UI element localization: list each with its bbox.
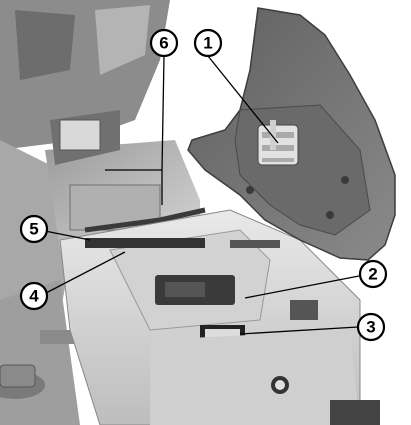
callout-5: 5 bbox=[19, 214, 49, 244]
callout-6-label: 6 bbox=[159, 34, 168, 53]
leader-line-5 bbox=[44, 230, 91, 241]
callout-4: 4 bbox=[19, 281, 49, 311]
callout-2: 2 bbox=[358, 259, 388, 289]
leader-line-6a bbox=[161, 55, 165, 171]
leader-line-4 bbox=[45, 251, 126, 294]
callout-1: 1 bbox=[193, 28, 223, 58]
callout-2-label: 2 bbox=[368, 265, 377, 284]
callout-4-label: 4 bbox=[29, 287, 39, 306]
leader-line-1 bbox=[207, 55, 279, 144]
callout-3: 3 bbox=[356, 312, 386, 342]
leader-lines bbox=[44, 55, 360, 335]
leader-line-3 bbox=[239, 326, 359, 335]
callout-5-label: 5 bbox=[29, 220, 38, 239]
callout-3-label: 3 bbox=[366, 318, 375, 337]
leader-line-2 bbox=[244, 275, 360, 299]
callout-1-label: 1 bbox=[203, 34, 212, 53]
callout-6: 6 bbox=[149, 28, 179, 58]
